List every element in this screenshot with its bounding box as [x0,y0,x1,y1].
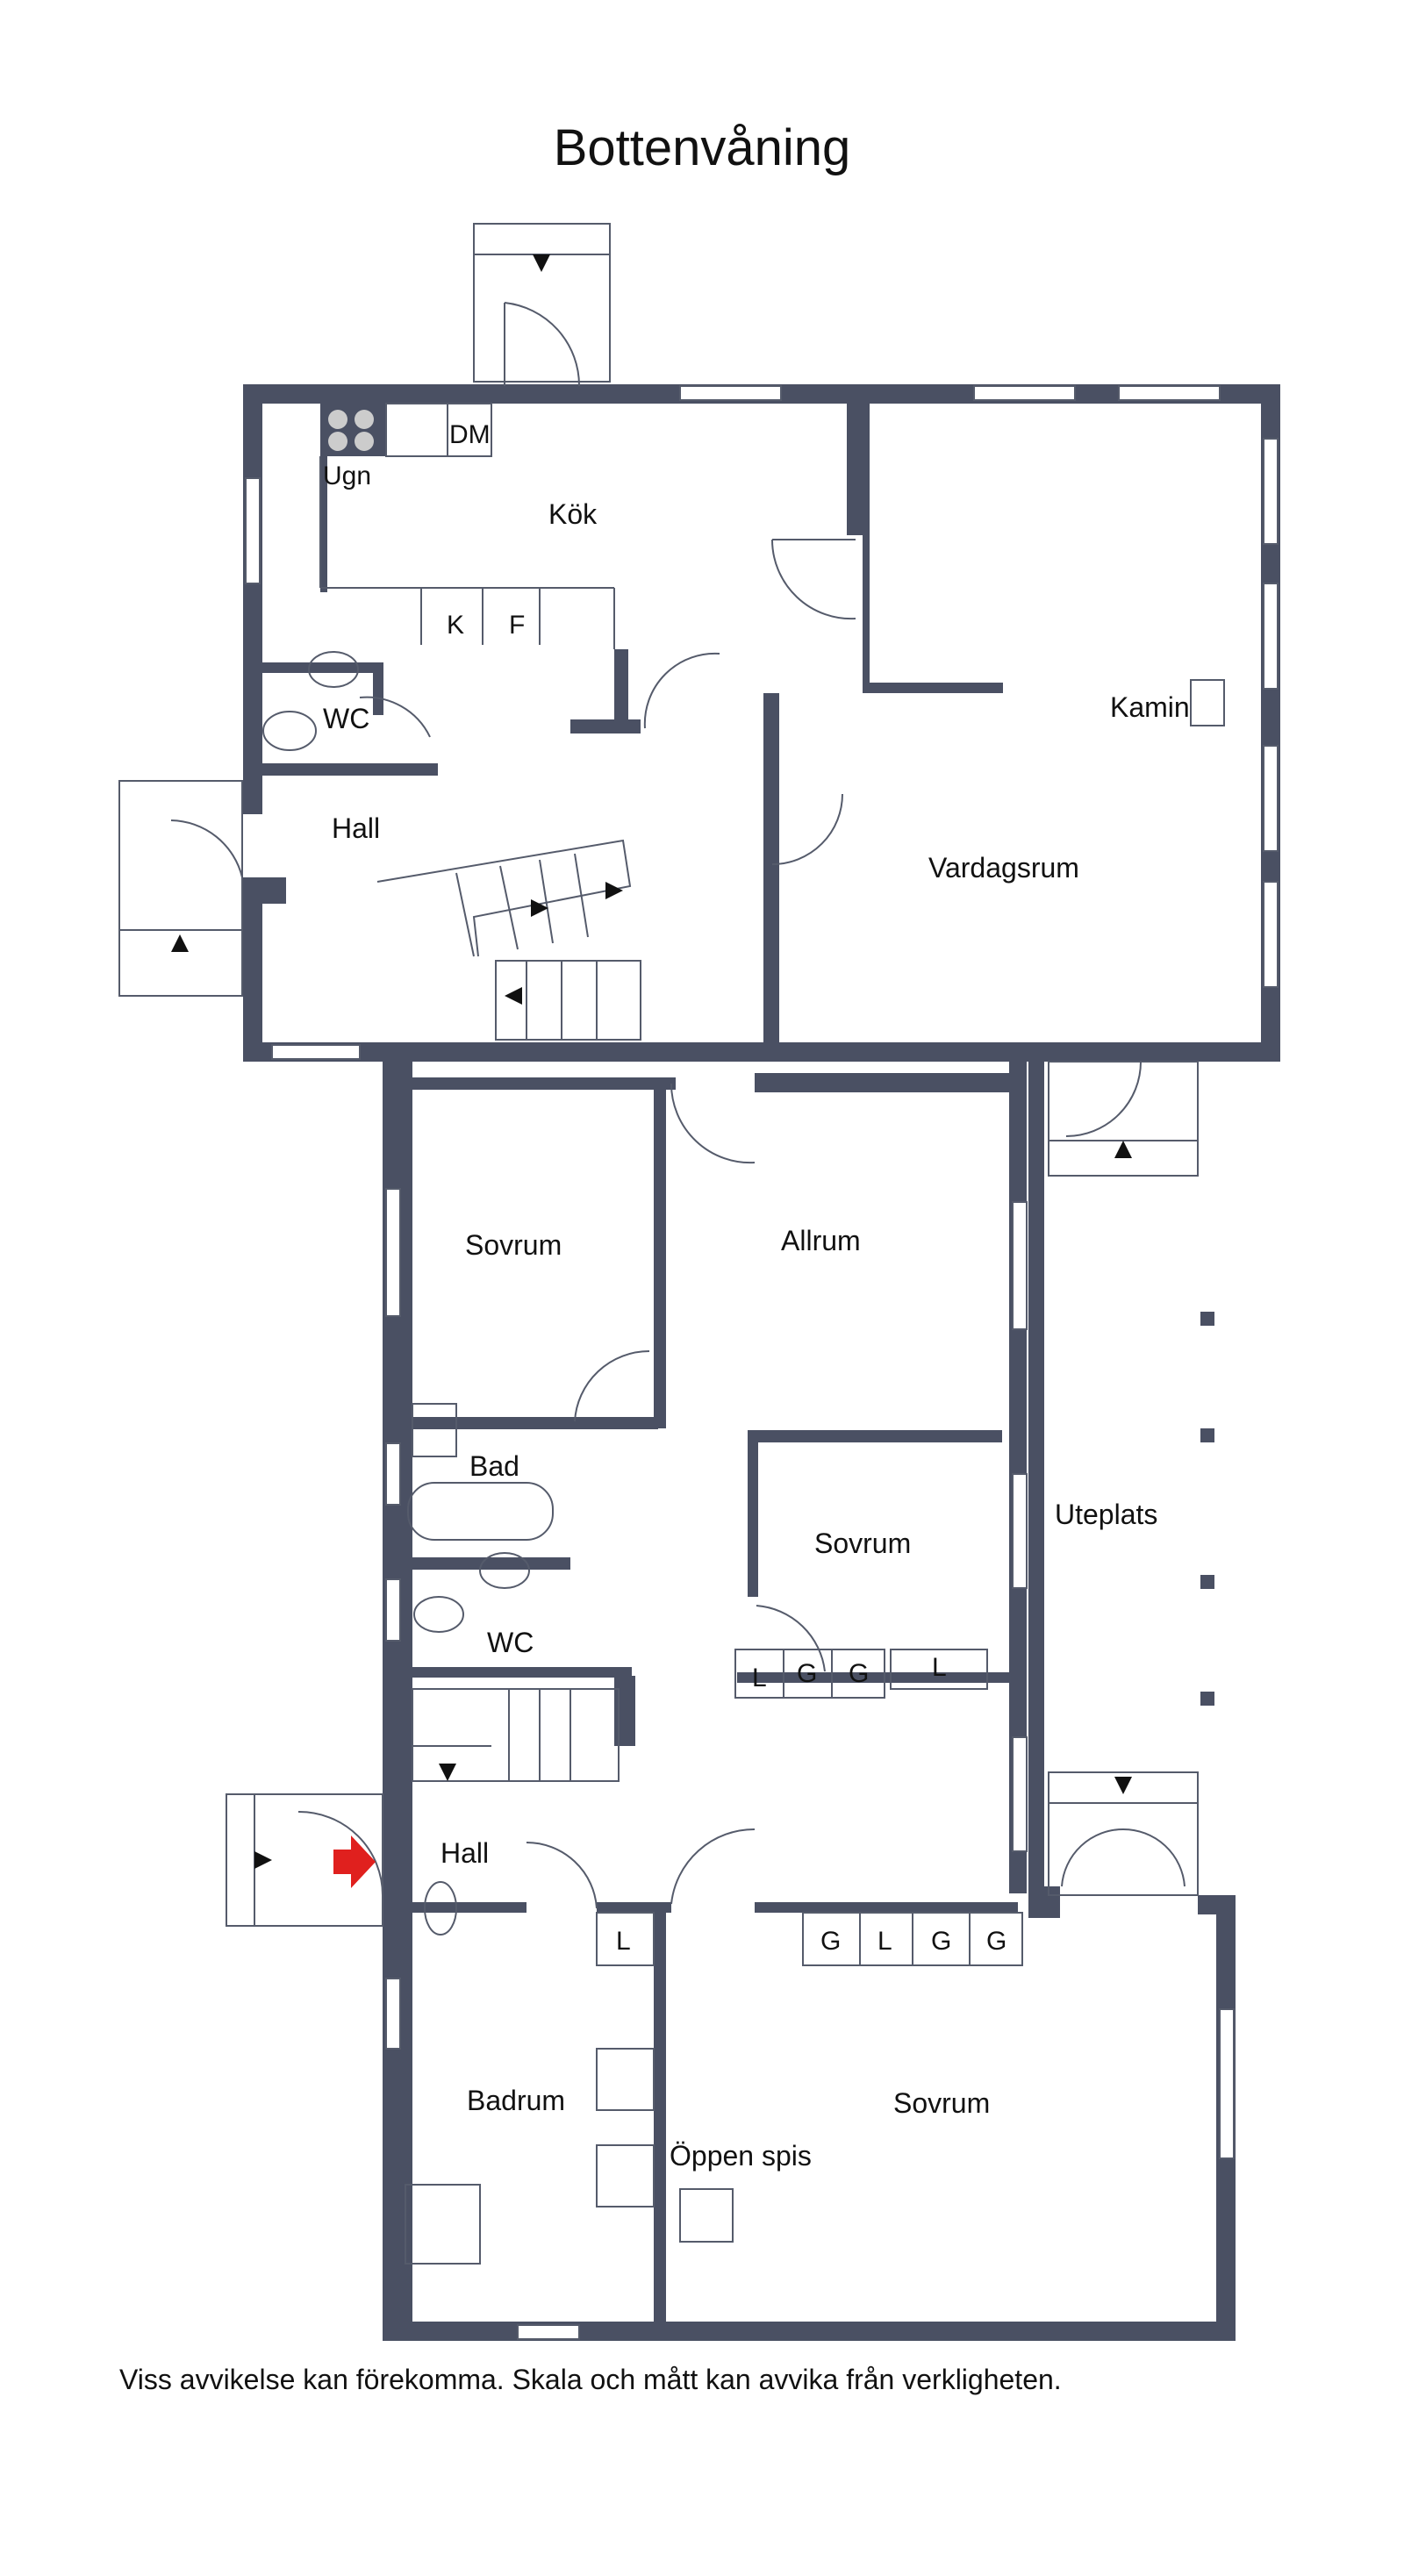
stair-direction-arrow-icon [605,882,623,899]
room-label-kok: Kök [548,498,598,530]
window-icon [1263,745,1279,852]
entrance-arrow-icon [333,1835,376,1888]
closet-label: G [797,1659,817,1688]
uteplats-posts [1200,1312,1214,1706]
room-label-sovrum-left: Sovrum [465,1229,562,1261]
window-icon [517,2324,580,2340]
door-swing-icon [770,539,856,620]
room-label-wc-top: WC [323,703,369,734]
window-icon [385,1442,401,1506]
room-label-badrum: Badrum [467,2085,565,2116]
window-icon [1263,881,1279,988]
door-swing-icon [359,696,431,738]
door-swing-icon [670,1083,756,1164]
door-swing-icon [670,1828,756,1905]
closet-boxes [596,1649,1023,1966]
stair-direction-arrow-icon [1114,1777,1132,1794]
fixture-label-f: F [509,611,525,640]
window-icon [385,1578,401,1642]
closet-label: G [849,1659,869,1688]
plan-title: Bottenvåning [553,119,851,176]
room-label-sovrum-bottom: Sovrum [893,2087,990,2119]
disclaimer-text: Viss avvikelse kan förekomma. Skala och … [119,2364,1062,2395]
window-icon [245,477,261,584]
closet-label: L [932,1653,947,1682]
closet-label: L [616,1927,631,1956]
room-label-kamin: Kamin [1110,691,1190,723]
fixture-label-ugn: Ugn [323,462,371,490]
room-label-sovrum-mid: Sovrum [814,1528,911,1559]
fixture-labels: Ugn DM K F L G G L L G L G G [323,420,1006,1956]
door-swing-icon [574,1349,650,1422]
closet-label: L [878,1927,892,1956]
room-labels: Kök WC Hall Vardagsrum Kamin Sovrum Allr… [323,498,1190,2172]
room-label-hall-bottom: Hall [441,1837,489,1869]
window-icon [1263,438,1279,545]
room-label-hall-top: Hall [332,812,380,844]
door-swing-icon [526,1841,598,1909]
door-swing-icon [771,793,843,865]
window-icon [1012,1473,1028,1589]
stair-direction-arrow-icon [254,1851,272,1869]
window-icon [973,385,1076,401]
stairs [376,839,641,1782]
window-icon [1118,385,1221,401]
room-label-bad: Bad [469,1450,519,1482]
window-icon [1263,583,1279,690]
stair-direction-arrow-icon [505,987,522,1005]
stair-direction-arrow-icon [171,934,189,952]
window-icon [679,385,782,401]
fixture-label-dm: DM [449,420,491,449]
room-label-wc-mid: WC [487,1627,534,1658]
closet-label: G [820,1927,841,1956]
window-icon [1012,1736,1028,1852]
window-icon [271,1044,361,1060]
door-swing-icon [643,652,720,729]
windows [245,385,1279,2340]
closet-label: G [931,1927,951,1956]
window-icon [1012,1201,1028,1330]
room-label-vardagsrum: Vardagsrum [928,852,1079,884]
window-icon [385,1188,401,1317]
fixture-label-k: K [447,611,464,640]
stair-direction-arrow-icon [439,1764,456,1781]
room-label-uteplats: Uteplats [1055,1499,1157,1530]
kitchen-fixtures [262,403,1225,2265]
room-label-oppen-spis: Öppen spis [670,2140,812,2172]
window-icon [385,1978,401,2050]
doors [359,539,856,1909]
room-label-allrum: Allrum [781,1225,861,1256]
stair-arrows [171,254,1132,1869]
stair-direction-arrow-icon [1114,1141,1132,1158]
closet-label: L [752,1664,767,1692]
door-swing-icon [756,1605,826,1672]
window-icon [1219,2008,1235,2159]
closet-label: G [986,1927,1006,1956]
stair-direction-arrow-icon [533,254,550,272]
stair-direction-arrow-icon [531,899,548,917]
